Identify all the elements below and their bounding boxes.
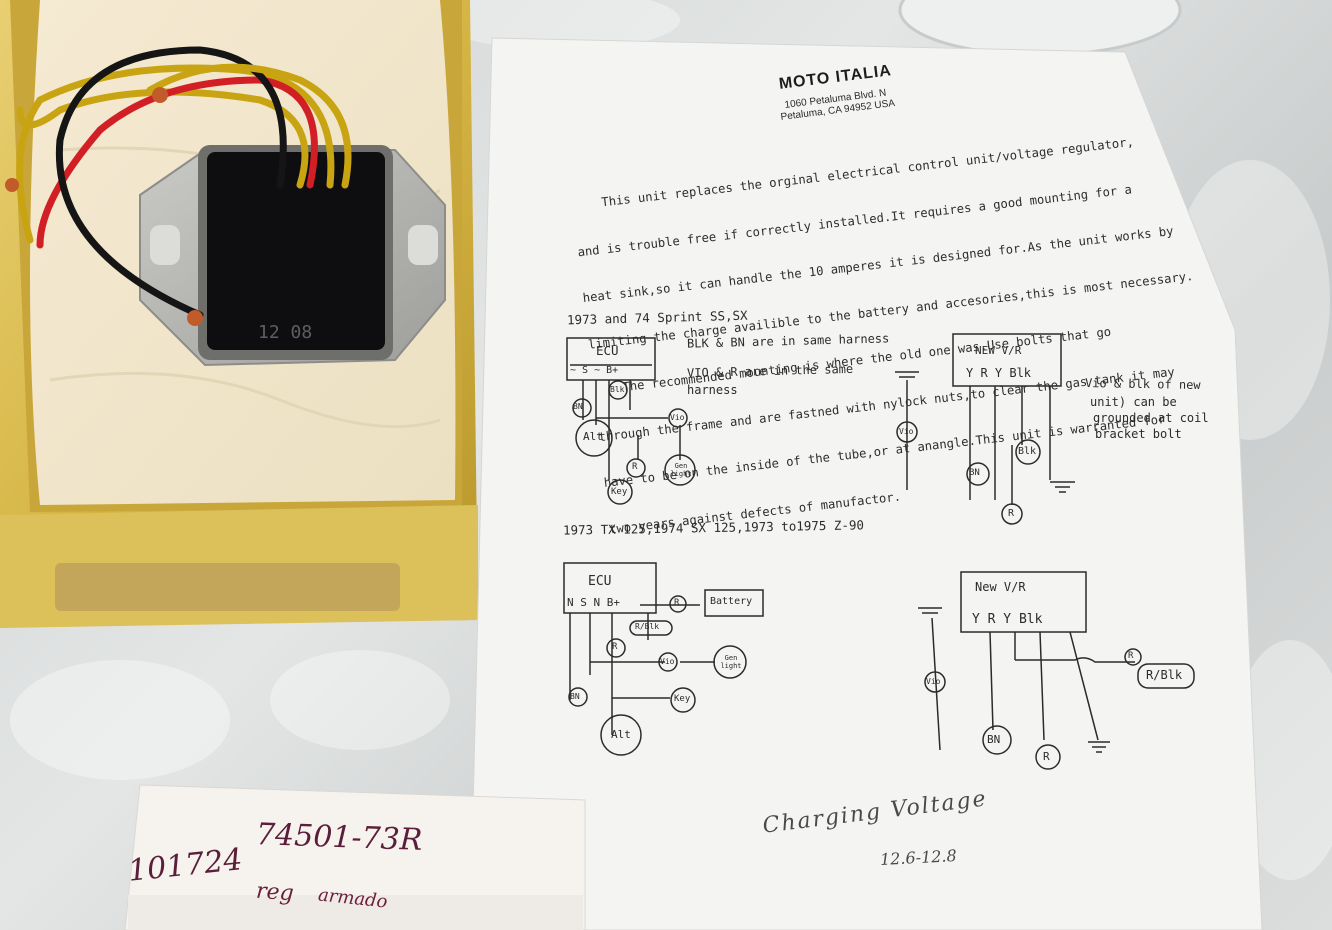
diagram-1-side-note-3: grounded at coil [1093,411,1209,425]
diagram-2-node-bn-2: BN [987,733,1001,746]
diagram-1-node-r: R [632,462,638,472]
diagram-2-node-r-3: R [1128,651,1134,661]
diagram-1-side-note-2: unit) can be [1090,395,1177,409]
diagram-2-node-key: Key [674,694,691,704]
instruction-sheet [469,37,1263,930]
diagram-1-ecu-pins: ~ S ~ B+ [570,365,619,376]
diagram-2-vr-label: New V/R [975,580,1026,594]
diagram-1-note-2b: harness [687,383,738,397]
diagram-1-vr-label: NEW V/R [975,344,1022,357]
diagram-2-node-vio: Vio [660,657,675,666]
diagram-2-node-gen-light: Gen light [720,654,742,670]
diagram-2-battery-label: Battery [710,596,753,607]
box-label-sticker [55,563,400,611]
diagram-2-node-r-2: R [1043,750,1050,763]
diagram-1-node-key: Key [611,487,628,497]
diagram-2-rblk-label: R/Blk [1146,668,1183,682]
diagram-2-node-vio-2: Vio [926,677,941,686]
wiring-diagram-1 [566,333,1075,525]
diagram-1-node-blk-2: Blk [1018,446,1037,457]
diagram-1-node-vio-2: Vio [899,427,914,436]
diagram-2-node-rblk: R/Blk [635,622,660,631]
voltage-range-note: 12.6-12.8 [879,846,958,869]
diagram-1-node-alt: Alt [583,430,603,443]
card-note-1: reg [255,878,295,907]
wiring-diagram-2 [563,562,1195,770]
diagram-2-ecu-label: ECU [588,574,612,589]
glass-jar [898,0,1182,57]
index-card [124,784,586,930]
diagram-1-node-gen-light: Gen light [670,462,692,478]
diagram-1-ecu-label: ECU [596,343,619,358]
regulator-marking: 12 08 [258,322,312,343]
diagram-1-node-r-2: R [1008,508,1015,519]
diagram-1-node-bn: BN [573,402,583,411]
regulator-wires [5,46,352,326]
voltage-regulator [139,145,446,367]
diagram-2-ecu-pins: N S N B+ [567,596,620,609]
diagram-2-node-bn: BN [570,692,580,701]
diagram-2-vr-pins: Y R Y Blk [972,612,1043,627]
diagram-2-node-r: R [612,642,618,652]
diagram-1-side-note-4: bracket bolt [1095,427,1182,441]
diagram-1-node-blk: Blk [610,385,625,394]
diagram-2-node-alt: Alt [611,728,631,741]
diagram-1-node-vio: Vio [670,413,685,422]
diagram-2-node-r-battery: R [674,598,680,608]
diagram-1-node-bn-2: BN [969,468,980,478]
card-number-2: 74501-73R [255,817,423,858]
diagram-1-vr-pins: Y R Y Blk [966,366,1032,380]
diagram-1-side-note-1: Vio & blk of new [1084,375,1201,393]
